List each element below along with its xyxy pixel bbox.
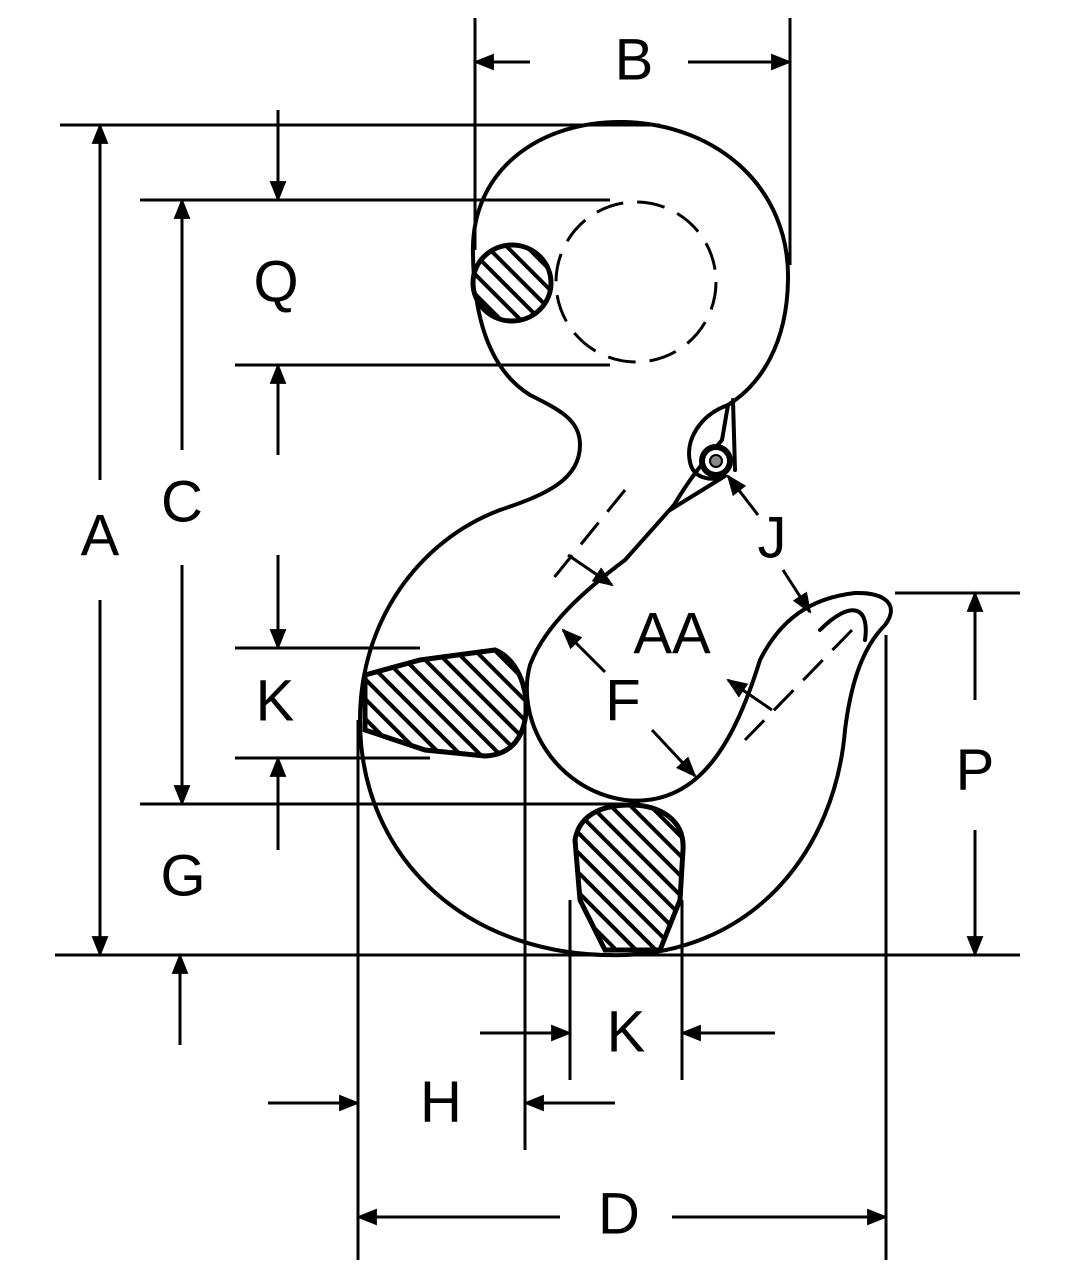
throat-centerline-1 [546, 489, 627, 586]
throat-centerline-2 [743, 628, 854, 742]
label-c: C [161, 469, 203, 534]
label-f: F [605, 668, 640, 733]
label-g: G [160, 843, 205, 908]
label-d: D [598, 1181, 640, 1246]
label-j: J [758, 505, 787, 570]
dimension-arrows [91, 53, 984, 1226]
label-q: Q [253, 249, 298, 314]
label-h: H [420, 1069, 462, 1134]
label-b: B [615, 27, 654, 92]
side-section [362, 647, 529, 759]
eye-pin-outline [554, 200, 718, 364]
label-a: A [81, 503, 120, 568]
label-p: P [956, 737, 995, 802]
label-aa: AA [633, 601, 711, 666]
eye-section [470, 242, 554, 324]
label-k-bottom: K [607, 999, 646, 1064]
label-k-left: K [256, 668, 295, 733]
bottom-section [572, 802, 686, 953]
